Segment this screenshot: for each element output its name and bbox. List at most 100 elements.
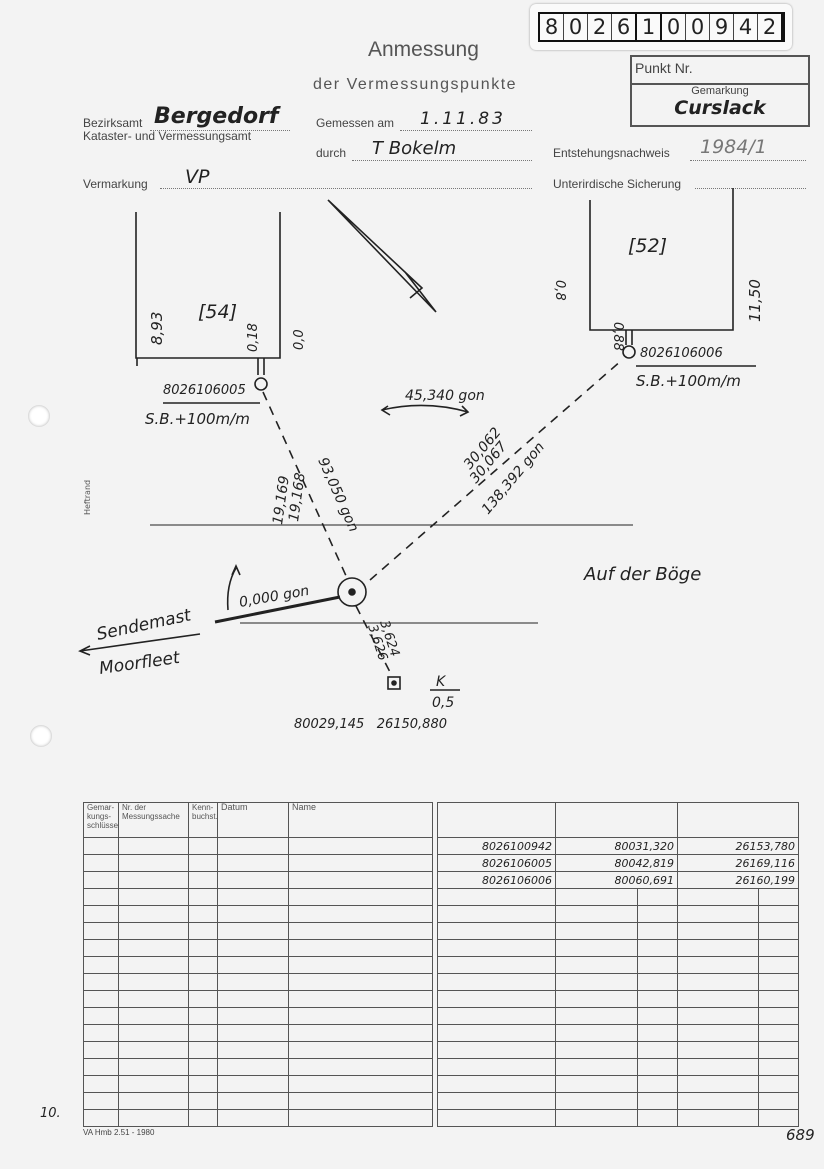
x-dec — [637, 1024, 678, 1042]
point-number — [437, 1058, 556, 1076]
x-int — [555, 1092, 638, 1110]
table-cell — [83, 837, 119, 855]
station-point — [337, 577, 367, 607]
punkt-digit: 6 — [612, 14, 637, 40]
table-cell — [217, 854, 289, 872]
table-cell — [118, 1041, 189, 1059]
coordinate-row — [437, 956, 799, 974]
gemessen-label: Gemessen am — [316, 116, 395, 130]
table-cell — [217, 973, 289, 991]
table-cell — [83, 1109, 119, 1127]
table-row — [83, 871, 433, 889]
y-coordinate: 26160,199 — [677, 871, 799, 889]
x-dec — [637, 905, 678, 923]
table-cell — [217, 1092, 289, 1110]
coordinate-row — [437, 973, 799, 991]
k-label: K — [436, 674, 447, 690]
table-cell — [288, 956, 433, 974]
table-cell — [188, 871, 218, 889]
table-cell — [288, 1041, 433, 1059]
table-cell — [118, 1007, 189, 1025]
left-d2: 0,0 — [292, 329, 307, 350]
point-number — [437, 1075, 556, 1093]
table-cell — [288, 837, 433, 855]
table-cell — [188, 1092, 218, 1110]
table-cell — [188, 1075, 218, 1093]
x-coordinate: 80031,320 — [555, 837, 678, 855]
y-int — [677, 990, 759, 1008]
punkt-digit: 4 — [734, 14, 758, 40]
table-cell — [118, 1024, 189, 1042]
table-row — [83, 922, 433, 940]
table-cell — [288, 1007, 433, 1025]
table-cell — [288, 888, 433, 906]
coordinate-row — [437, 939, 799, 957]
table-cell — [188, 922, 218, 940]
table-cell — [118, 922, 189, 940]
table-cell — [118, 854, 189, 872]
punkt-gemarkung-box: Punkt Nr. Gemarkung Curslack — [630, 55, 810, 127]
coordinate-row — [437, 1007, 799, 1025]
vermarkung-label: Vermarkung — [83, 177, 148, 191]
x-int — [555, 990, 638, 1008]
table-row — [83, 1075, 433, 1093]
punkt-digit: 0 — [662, 14, 686, 40]
x-dec — [637, 1058, 678, 1076]
form-number: VA Hmb 2.51 - 1980 — [83, 1128, 155, 1137]
left-side-length: 8,93 — [148, 312, 166, 345]
vermarkung-value: VP — [185, 166, 210, 188]
punch-hole — [28, 405, 50, 427]
k-marker — [387, 676, 401, 690]
point-left-id: 8026106005 — [163, 383, 246, 398]
table-cell — [83, 1092, 119, 1110]
y-dec — [758, 1109, 799, 1127]
table-cell — [188, 1007, 218, 1025]
coordinate-row — [437, 888, 799, 906]
y-dec — [758, 956, 799, 974]
y-int — [677, 1109, 759, 1127]
table-cell — [188, 973, 218, 991]
table-cell — [217, 1041, 289, 1059]
coordinate-row — [437, 1109, 799, 1127]
y-dec — [758, 1007, 799, 1025]
table-cell — [83, 1058, 119, 1076]
sendemast-label: Sendemast — [95, 605, 194, 645]
x-dec — [637, 1041, 678, 1059]
table-cell — [288, 854, 433, 872]
durch-label: durch — [316, 146, 347, 160]
form-title: Anmessung — [368, 38, 479, 61]
table-cell — [83, 1041, 119, 1059]
table-cell — [188, 1109, 218, 1127]
table-cell — [83, 905, 119, 923]
table-cell — [188, 905, 218, 923]
table-cell — [288, 1092, 433, 1110]
left-distance-2: 19,168 — [286, 472, 309, 523]
point-number: 8026100942 — [437, 837, 556, 855]
x-dec — [637, 888, 678, 906]
gemarkung-label: Gemarkung — [691, 85, 749, 97]
y-dec — [758, 1041, 799, 1059]
x-int — [555, 973, 638, 991]
table-cell — [83, 973, 119, 991]
punkt-digit: 2 — [758, 14, 783, 40]
table-cell — [288, 939, 433, 957]
north-arrow-icon — [327, 199, 437, 313]
point-right-note: S.B.+100m/m — [636, 372, 741, 390]
y-int — [677, 939, 759, 957]
point-number — [437, 1041, 556, 1059]
x-int — [555, 922, 638, 940]
moorfleet-label: Moorfleet — [98, 648, 182, 679]
x-int — [555, 1109, 638, 1127]
durch-value: T Bokelm — [372, 138, 457, 159]
table-cell — [288, 973, 433, 991]
punkt-digit: 8 — [540, 14, 564, 40]
punch-hole — [30, 725, 52, 747]
table-cell — [188, 854, 218, 872]
y-dec — [758, 973, 799, 991]
x-int — [555, 956, 638, 974]
table-row — [83, 905, 433, 923]
point-number — [437, 1007, 556, 1025]
y-dec — [758, 888, 799, 906]
